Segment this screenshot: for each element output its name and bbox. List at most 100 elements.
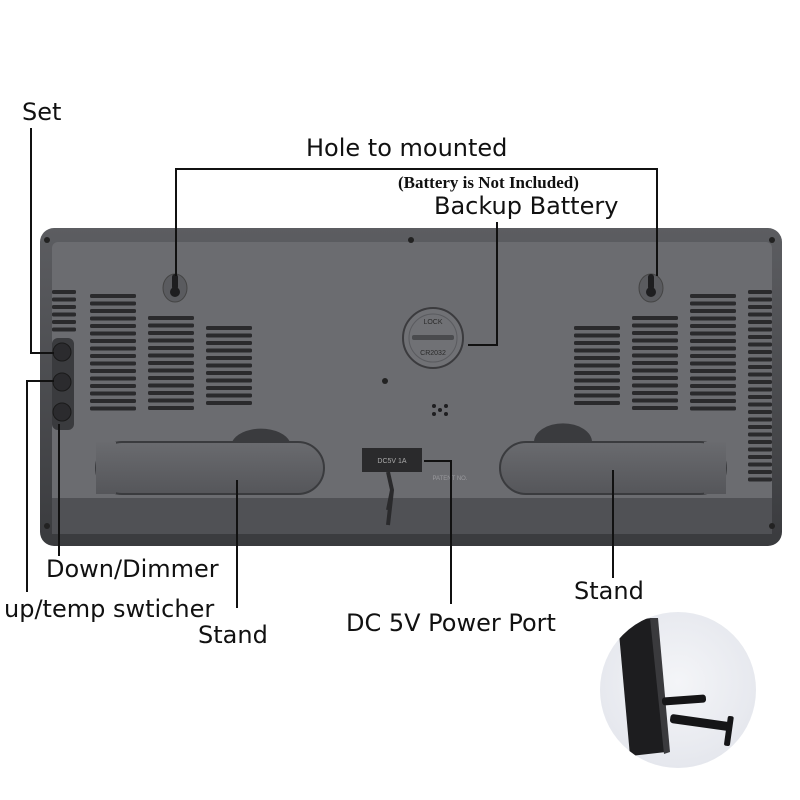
vent-slat — [748, 417, 772, 422]
battery-note-label: (Battery is Not Included) — [398, 173, 579, 192]
vent-slat — [90, 339, 136, 343]
vent-slat — [90, 324, 136, 328]
vent-slat — [574, 341, 620, 345]
vent-slat — [690, 301, 736, 306]
stand-left-plate — [95, 441, 325, 495]
side-buttons — [52, 338, 74, 430]
vent-slat — [748, 357, 772, 362]
vent-slat — [52, 327, 76, 332]
vent-slat — [90, 376, 136, 381]
screw — [408, 237, 414, 243]
vent-slat — [148, 383, 194, 388]
vent-slat — [690, 324, 736, 328]
vent-slat — [748, 477, 772, 482]
vent-slat — [690, 339, 736, 343]
vent-slat — [148, 346, 194, 350]
vent-slat — [148, 391, 194, 395]
vent-slat — [748, 432, 772, 437]
vent-slat — [632, 406, 678, 410]
port-label: DC5V 1A — [377, 458, 407, 465]
vent-slat — [90, 301, 136, 306]
vent-slat — [690, 309, 736, 313]
battery-cover-label: LOCK — [423, 319, 442, 326]
vent-slat — [574, 326, 620, 330]
hole-to-mounted-label: Hole to mounted — [306, 134, 508, 162]
vent-slat — [748, 380, 772, 384]
callout-line-stand-left — [236, 480, 238, 608]
vent-slat — [206, 326, 252, 330]
callout-line-battery — [468, 344, 498, 346]
callout-line-stand-right — [612, 470, 614, 578]
vent-slat — [206, 348, 252, 353]
callout-line-hole — [175, 168, 177, 276]
vent-slat — [748, 327, 772, 332]
vent-slat — [148, 338, 194, 343]
vent-slat — [206, 401, 252, 405]
vent-slat — [574, 348, 620, 353]
backup-battery-label: Backup Battery — [434, 192, 619, 220]
vent-slat — [748, 447, 772, 452]
vent-slat — [748, 402, 772, 407]
vent-slat — [90, 399, 136, 403]
stand-left — [232, 428, 290, 442]
vent-slat — [52, 320, 76, 324]
vent-slat — [632, 346, 678, 350]
vent-slat — [632, 391, 678, 395]
callout-line-set — [30, 352, 54, 354]
screw — [44, 237, 50, 243]
set-label: Set — [22, 98, 62, 126]
vent-slat — [632, 361, 678, 365]
vent-slat — [748, 312, 772, 317]
vent-slat — [52, 297, 76, 302]
vent-slat — [690, 361, 736, 366]
stand-right-label: Stand — [574, 577, 644, 605]
vent-slat — [90, 316, 136, 321]
vent-slat — [574, 386, 620, 390]
vent-slat — [206, 341, 252, 345]
vent-slat — [690, 406, 736, 411]
vent-slat — [690, 391, 736, 396]
vent-slat — [90, 331, 136, 336]
vent-slat — [574, 356, 620, 360]
vent-slat — [748, 290, 772, 294]
vent-slat — [748, 320, 772, 324]
callout-line-hole — [175, 168, 658, 170]
callout-line-dc — [424, 460, 452, 462]
device-bottom-ledge — [52, 498, 772, 534]
vent-slat — [148, 316, 194, 320]
vent-slat — [90, 391, 136, 396]
vent-slat — [632, 353, 678, 358]
vent-slat — [206, 371, 252, 375]
vent-slat — [148, 406, 194, 410]
vent-slat — [748, 297, 772, 302]
vent-slat — [52, 305, 76, 309]
mounting-hole-right — [638, 273, 664, 303]
vent-slat — [690, 294, 736, 298]
speaker-holes — [432, 404, 448, 416]
down-dimmer-label: Down/Dimmer — [46, 555, 219, 583]
vent-slat — [632, 376, 678, 380]
vent-slat — [690, 399, 736, 403]
callout-line-up — [26, 380, 28, 592]
vent-slat — [206, 333, 252, 338]
vent-slat — [632, 398, 678, 403]
mounting-hole-left — [162, 273, 188, 303]
vent-slat — [90, 384, 136, 388]
inset-side-view — [600, 612, 756, 768]
vent-slat — [690, 346, 736, 351]
vent-slat — [748, 425, 772, 429]
vent-slat — [748, 462, 772, 467]
dc-power-port-label: DC 5V Power Port — [346, 609, 556, 637]
vent-slat — [574, 393, 620, 398]
vent-slat — [148, 323, 194, 328]
vent-slat — [90, 369, 136, 373]
vent-slat — [632, 316, 678, 320]
vent-slat — [148, 353, 194, 358]
vent-slat — [574, 378, 620, 383]
vent-grills — [52, 290, 772, 482]
callout-line-dc — [450, 460, 452, 604]
vent-slat — [690, 384, 736, 388]
vent-slat — [632, 331, 678, 335]
up-temp-switcher-label: up/temp swticher — [4, 595, 215, 623]
